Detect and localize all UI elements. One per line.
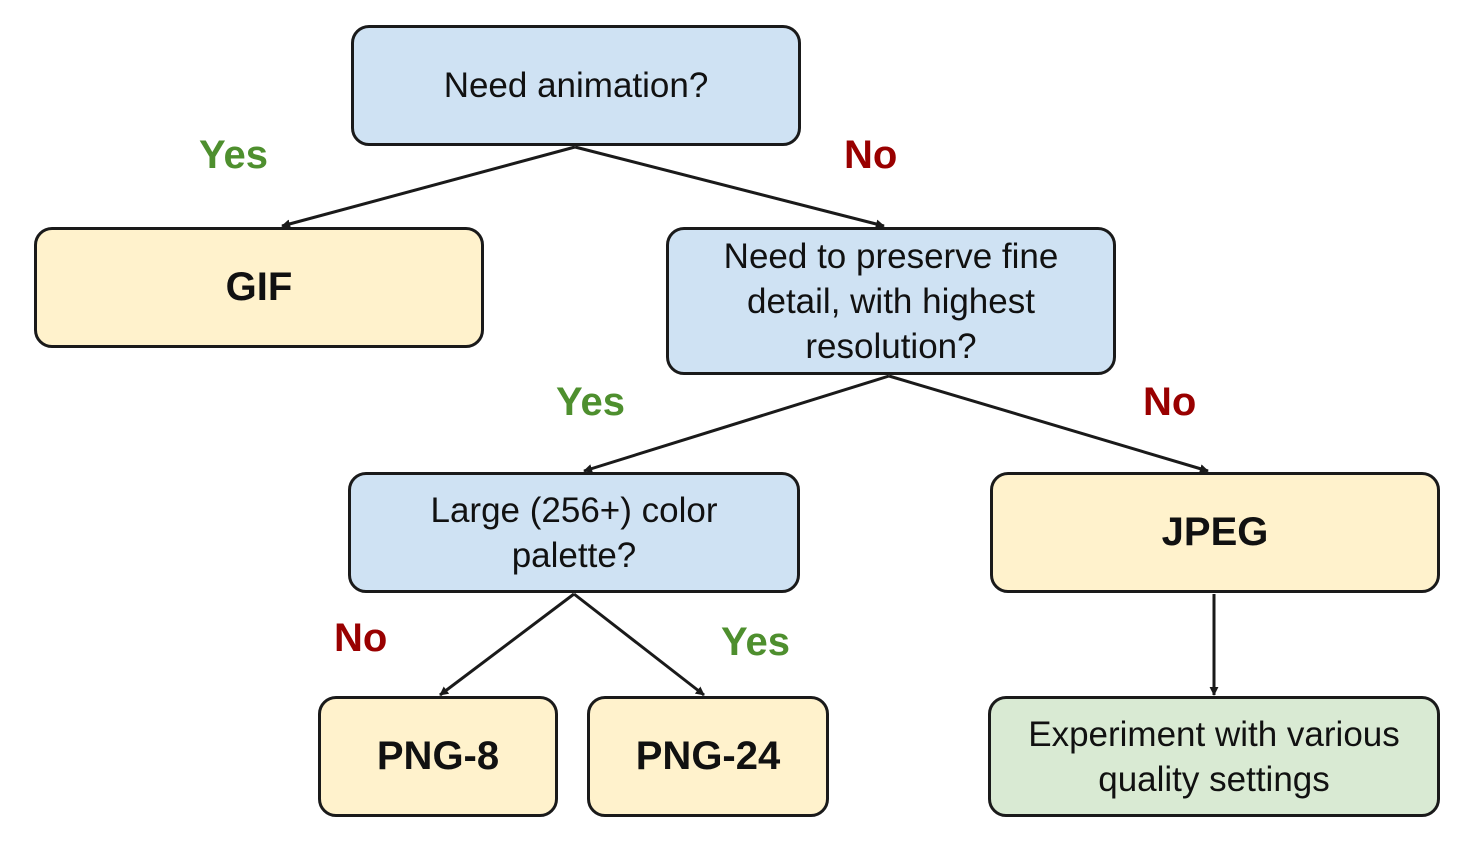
question-need-animation: Need animation? [351,25,801,146]
arrow-detail-to-jpeg [888,374,1209,474]
format-png8: PNG-8 [318,696,558,817]
format-jpeg-text: JPEG [1161,510,1269,554]
question-color-palette: Large (256+) color palette? [348,472,800,593]
format-jpeg: JPEG [990,472,1440,593]
format-gif-text: GIF [225,265,293,309]
format-gif: GIF [34,227,484,348]
format-png24: PNG-24 [587,696,829,817]
arrow-animation-to-gif [281,145,576,229]
edge-label-detail-yes: Yes [556,380,625,424]
note-experiment-quality-text: Experiment with various quality settings [1028,714,1400,799]
format-png8-text: PNG-8 [376,734,500,778]
edge-label-detail-no: No [1143,380,1197,424]
question-fine-detail-text: Need to preserve fine detail, with highe… [723,236,1059,366]
edge-label-palette-no: No [334,616,388,660]
arrow-palette-to-png8 [439,592,575,697]
arrow-animation-to-detail [574,145,885,229]
arrow-detail-to-palette [583,374,890,473]
question-color-palette-text: Large (256+) color palette? [430,490,718,575]
question-need-animation-text: Need animation? [443,66,709,105]
format-png24-text: PNG-24 [635,734,781,778]
note-experiment-quality: Experiment with various quality settings [988,696,1440,817]
arrow-palette-to-png24 [573,592,705,697]
edge-label-animation-no: No [844,133,898,177]
edge-label-palette-yes: Yes [721,620,790,664]
question-fine-detail: Need to preserve fine detail, with highe… [666,227,1116,375]
edge-label-animation-yes: Yes [199,133,268,177]
